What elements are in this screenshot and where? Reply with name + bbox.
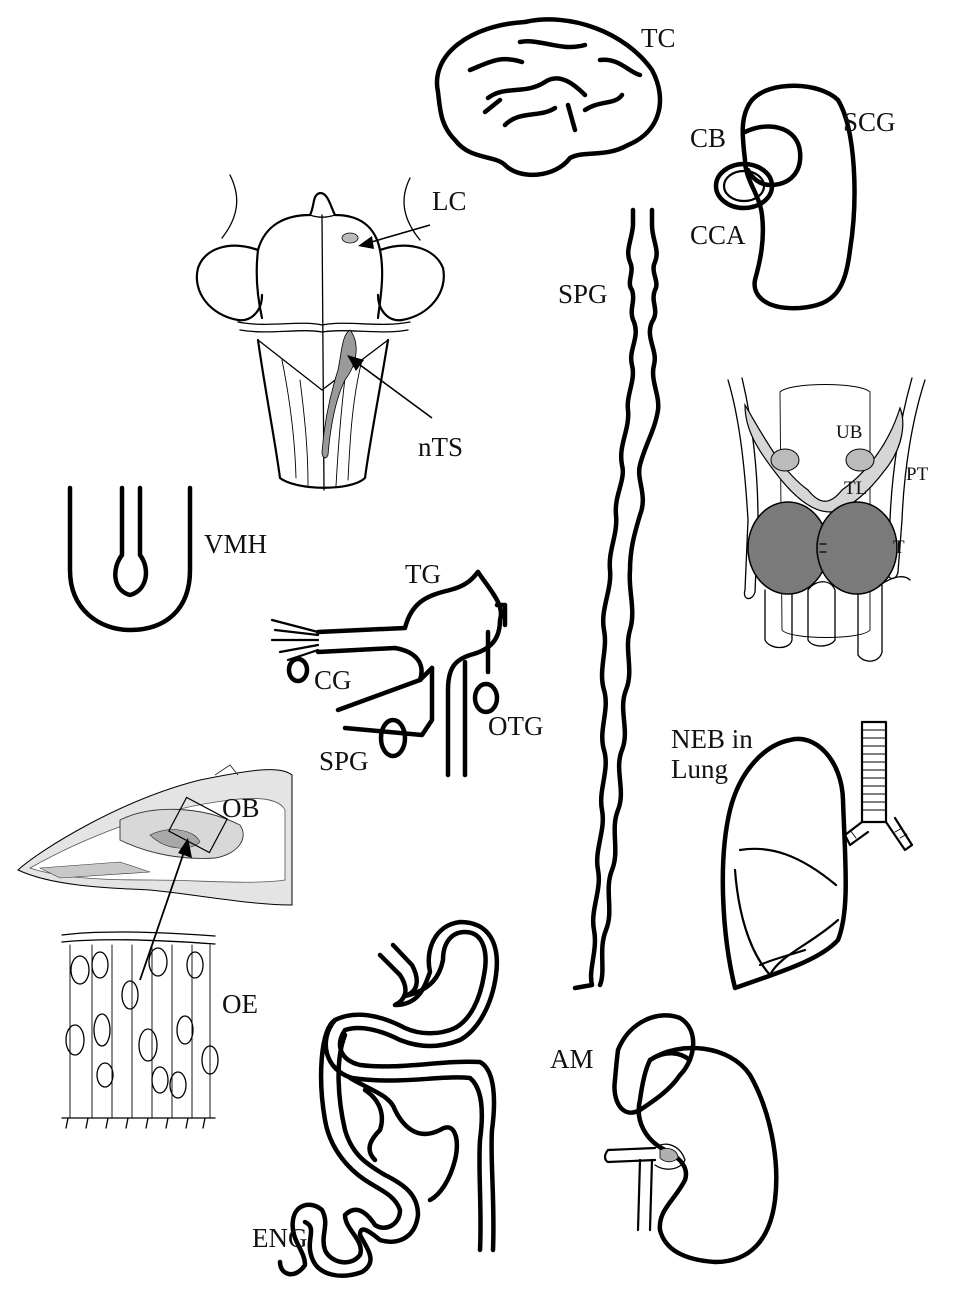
olfactory-epithelium-drawing: [61, 931, 219, 1129]
label-t: T: [893, 537, 905, 558]
olfactory-section-drawing: [17, 764, 293, 906]
label-tg: TG: [405, 559, 441, 589]
thyroid-left-lobe: [747, 501, 829, 595]
cerebral-cortex-drawing: [434, 17, 663, 178]
thymus-lobes: [744, 402, 904, 513]
sympathetic-chain-drawing: [572, 207, 661, 991]
thyroid-drawing: [727, 377, 926, 662]
vmh-drawing: [67, 485, 193, 633]
label-scg: SCG: [843, 107, 896, 137]
trigeminal-ganglion-drawing: [270, 569, 508, 778]
label-otg: OTG: [488, 711, 544, 741]
ob-arrow: [139, 838, 192, 981]
kidney-adrenal-drawing: [603, 1013, 779, 1265]
label-tc: TC: [641, 23, 676, 53]
label-cca: CCA: [690, 220, 746, 250]
label-eng: ENG: [252, 1223, 308, 1253]
label-ob: OB: [222, 793, 260, 823]
label-oe: OE: [222, 989, 258, 1019]
label-neb-line1: NEB in: [671, 724, 753, 754]
label-nts: nTS: [418, 432, 463, 462]
enteric-gut-drawing: [277, 919, 500, 1278]
label-cg: CG: [314, 665, 352, 695]
label-neb-line2: Lung: [671, 754, 728, 784]
label-ub: UB: [836, 422, 862, 443]
label-tl: TL: [844, 478, 867, 499]
lung-drawing: [720, 720, 914, 991]
brainstem-arrows: [347, 224, 433, 419]
label-lc: LC: [432, 186, 467, 216]
nts-region-fill: [321, 329, 357, 459]
superior-cervical-ganglion-drawing: [713, 83, 857, 311]
label-pt: PT: [906, 464, 929, 485]
label-am: AM: [550, 1044, 594, 1074]
label-spg-chain: SPG: [558, 279, 608, 309]
label-spg-ganglion: SPG: [319, 746, 369, 776]
lc-region: [341, 232, 359, 244]
brainstem-drawing: [195, 174, 445, 491]
thyroid-right-lobe: [816, 501, 898, 595]
label-vmh: VMH: [204, 529, 267, 559]
label-cb: CB: [690, 123, 726, 153]
